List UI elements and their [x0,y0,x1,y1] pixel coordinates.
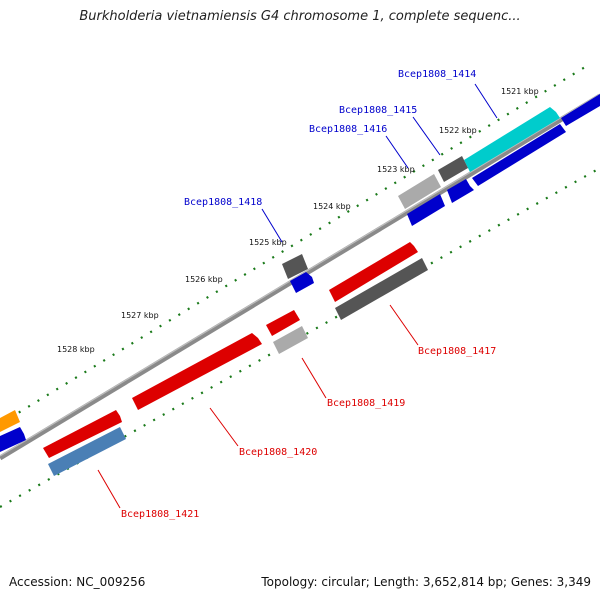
leader-1414 [474,83,498,119]
leader-1416 [385,135,409,169]
gene-bcep1808-1415[interactable] [438,156,468,182]
gene-bcep1808-1421[interactable] [43,410,122,458]
leader-1417 [389,304,419,346]
gene-bcep1808-1418-dark[interactable] [282,254,308,279]
gene-bcep1808-1420[interactable] [132,333,262,410]
gene-bcep1808-1419-light[interactable] [273,326,308,354]
gene-bcep1808-1413[interactable] [561,94,600,126]
leader-1420 [209,407,239,447]
tick-label-1523: 1523 kbp [377,165,415,174]
leader-1421 [97,469,121,509]
gene-label-1415[interactable]: Bcep1808_1415 [339,105,417,116]
gene-left-orange[interactable] [0,410,20,432]
gene-bcep1808-1417[interactable] [329,242,418,302]
gene-bcep1808-1414[interactable] [464,107,560,172]
gene-bcep1808-1414-lower[interactable] [472,124,566,186]
gene-bcep1808-1421-steel[interactable] [48,427,126,476]
gene-bcep1808-1418[interactable] [290,272,314,293]
gene-left-blue[interactable] [0,427,26,452]
tick-label-1521: 1521 kbp [501,87,539,96]
gene-label-1416[interactable]: Bcep1808_1416 [309,124,387,135]
tick-label-1525: 1525 kbp [249,238,287,247]
outer-tick-ring [0,63,591,425]
gene-label-1417[interactable]: Bcep1808_1417 [418,346,496,357]
gene-bcep1808-1416[interactable] [407,194,445,226]
tick-label-1527: 1527 kbp [121,311,159,320]
gene-bcep1808-1416-light[interactable] [398,174,441,209]
gene-bcep1808-1415-lower[interactable] [447,179,474,203]
gene-bcep1808-1417-gray[interactable] [335,258,428,320]
genome-summary-text: Topology: circular; Length: 3,652,814 bp… [261,575,591,589]
leader-1418 [261,208,283,243]
gene-label-1418[interactable]: Bcep1808_1418 [184,197,262,208]
leader-1419 [301,357,327,399]
tick-label-1522: 1522 kbp [439,126,477,135]
gene-label-1421[interactable]: Bcep1808_1421 [121,509,199,520]
gene-label-1414[interactable]: Bcep1808_1414 [398,69,476,80]
accession-text: Accession: NC_009256 [9,575,146,589]
gene-label-1420[interactable]: Bcep1808_1420 [239,447,317,458]
gene-label-1419[interactable]: Bcep1808_1419 [327,398,405,409]
tick-label-1526: 1526 kbp [185,275,223,284]
leader-1415 [412,116,441,156]
backbone-highlight [0,93,600,457]
tick-label-1524: 1524 kbp [313,202,351,211]
map-title: Burkholderia vietnamiensis G4 chromosome… [79,9,521,24]
gene-bcep1808-1419[interactable] [266,310,300,336]
tick-label-1528: 1528 kbp [57,345,95,354]
